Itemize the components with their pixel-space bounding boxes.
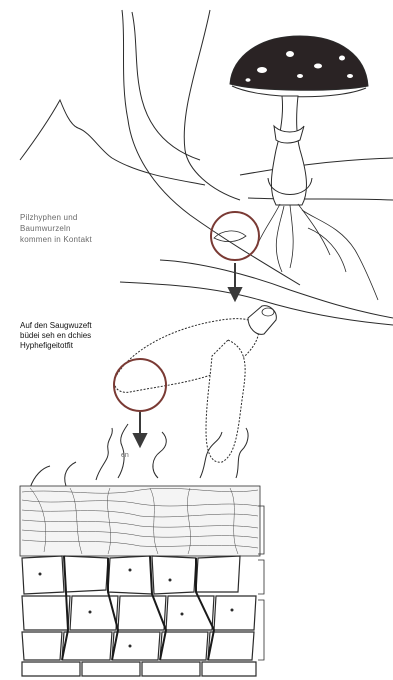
cortex-cells [22, 556, 256, 676]
label-line: Hyphefigeitotfit [20, 341, 92, 351]
hyphal-mantle-label: Auf den Saugwuzeft büdei seh en dchies H… [20, 321, 92, 351]
mushroom-cap [230, 36, 368, 90]
mushroom-stem [271, 96, 306, 205]
root-tip-detail [214, 231, 246, 242]
label-line: Auf den Saugwuzeft [20, 321, 92, 331]
magnifier-circle-top [211, 212, 259, 260]
mushroom [230, 36, 378, 300]
hyphae-roots-contact-label: Pilzhyphen und Baumwurzeln kommen in Kon… [20, 212, 92, 245]
root-cross-section [20, 424, 264, 676]
small-label: en [121, 452, 129, 459]
label-line: kommen in Kontakt [20, 234, 92, 245]
root-cut-face [262, 308, 274, 316]
label-line: büdei seh en dchies [20, 331, 92, 341]
root-branch-right [206, 340, 245, 462]
label-line: Pilzhyphen und [20, 212, 92, 223]
mushroom-roots [255, 204, 378, 300]
arrow-down-2 [134, 412, 146, 446]
label-line: Baumwurzeln [20, 223, 92, 234]
